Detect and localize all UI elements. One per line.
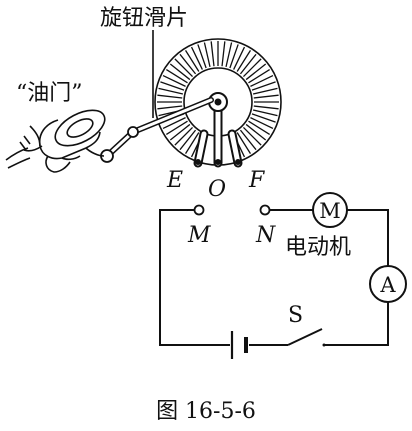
circuit-wires — [159, 209, 389, 346]
coil-tick — [179, 129, 197, 151]
terminal-o-label: O — [208, 177, 226, 202]
coil-tick — [160, 81, 185, 91]
lead-f-inner — [229, 131, 241, 166]
motor-circle — [312, 192, 348, 228]
linkage-arm — [100, 97, 214, 163]
ammeter-circle — [369, 265, 407, 303]
coil-tick — [174, 126, 194, 146]
coil-tick — [190, 46, 203, 70]
coil-tick — [210, 41, 215, 67]
motor-symbol: M — [319, 199, 341, 223]
throttle-grip — [5, 109, 106, 173]
coil-tick — [236, 50, 252, 72]
coil-tick — [169, 123, 191, 141]
terminal-f-label: F — [248, 168, 265, 193]
coil-tick — [252, 109, 278, 117]
coil-tick — [248, 120, 270, 136]
knob-slider-label: 旋钮滑片 — [100, 6, 188, 31]
figure-caption: 图 16-5-6 — [156, 399, 256, 424]
coil-tick — [239, 129, 257, 151]
coil-tick — [229, 44, 239, 69]
switch — [287, 328, 326, 347]
coil-tick — [253, 105, 279, 110]
ammeter-symbol: A — [379, 273, 396, 297]
coil-tick — [174, 58, 194, 78]
throttle-label: “油门” — [16, 81, 83, 106]
terminal-e-dot — [195, 159, 201, 165]
coil-tick — [158, 87, 184, 95]
coil-tick — [197, 44, 207, 69]
coil-tick — [251, 113, 276, 123]
coil-tick — [245, 123, 267, 141]
terminal-n — [259, 204, 271, 216]
coil-tick — [242, 58, 262, 78]
battery — [230, 331, 248, 359]
coil-tick — [233, 46, 246, 70]
coil-tick — [250, 117, 274, 130]
rheostat-knob — [154, 38, 282, 168]
coil-tick — [162, 74, 186, 87]
terminal-f-dot — [235, 159, 241, 165]
lead-e-inner — [195, 131, 207, 166]
terminal-m-label: M — [187, 223, 211, 248]
switch-label: S — [288, 303, 303, 328]
coil-tick — [245, 63, 267, 81]
terminal-o-dot — [215, 159, 221, 165]
coil-tick — [184, 50, 200, 72]
coil-tick — [203, 42, 211, 68]
coil-tick — [251, 81, 276, 91]
knob-pivot-center — [214, 98, 222, 106]
coil-tick — [157, 94, 183, 99]
coil-tick — [242, 126, 262, 146]
terminal-e-label: E — [166, 168, 183, 193]
coil-tick — [221, 41, 226, 67]
coil-tick — [250, 74, 274, 87]
coil-tick — [169, 63, 191, 81]
coil-tick — [184, 132, 200, 154]
coil-tick — [253, 94, 279, 99]
coil-tick — [252, 87, 278, 95]
motor-label: 电动机 — [285, 235, 351, 260]
terminal-m — [193, 204, 205, 216]
coil-tick — [157, 105, 183, 110]
coil-tick — [162, 117, 186, 130]
terminal-n-label: N — [255, 223, 276, 248]
coil-tick — [239, 53, 257, 75]
coil-tick — [179, 53, 197, 75]
coil-tick — [225, 42, 233, 68]
coil-tick — [236, 132, 252, 154]
coil-tick — [166, 68, 188, 84]
coil-tick — [248, 68, 270, 84]
coil-tick — [166, 120, 188, 136]
